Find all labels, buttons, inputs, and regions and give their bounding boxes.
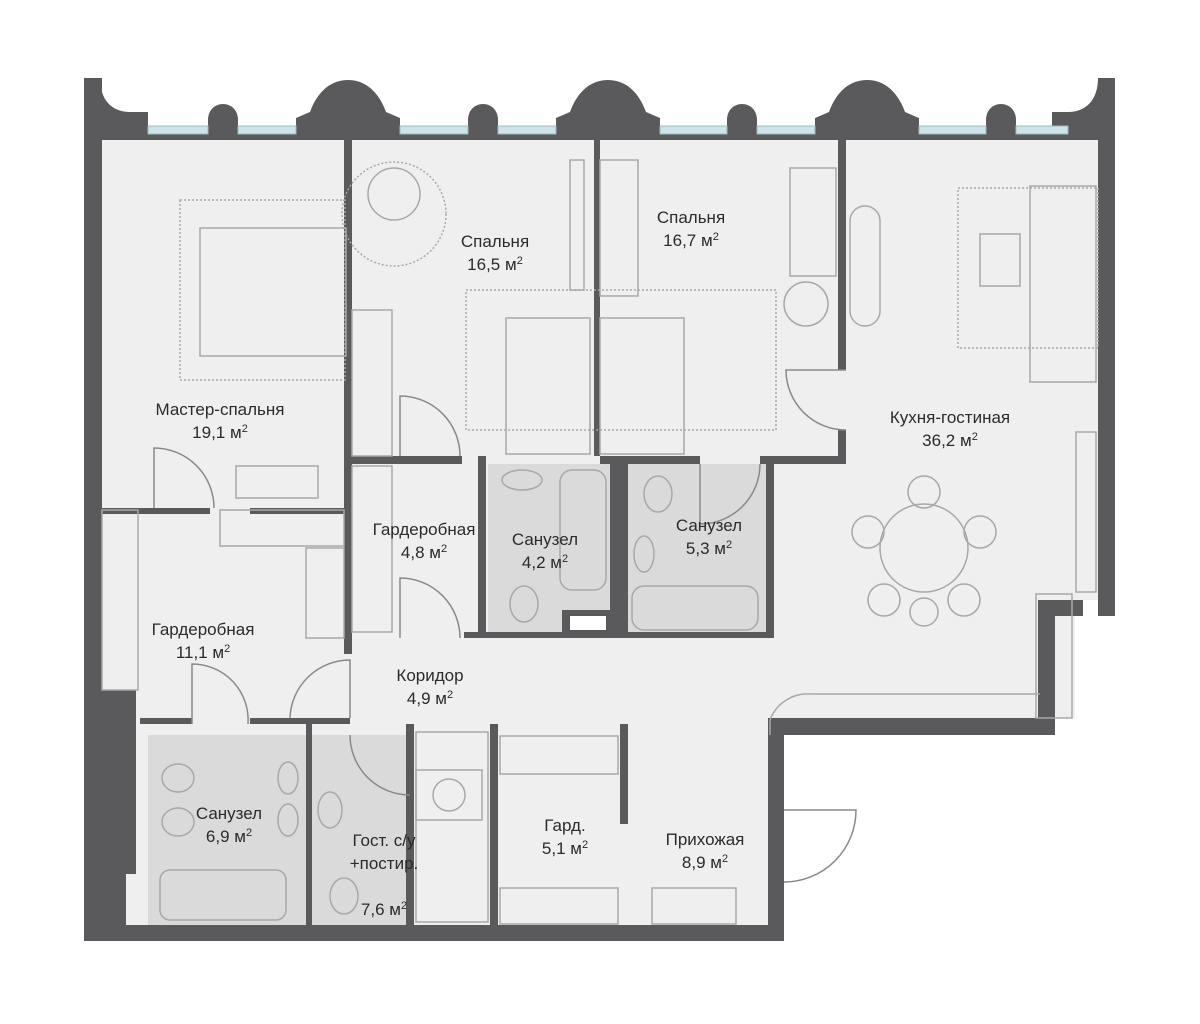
bathtub-3 — [159, 869, 287, 921]
kitchen-island — [849, 205, 881, 327]
exterior-walls — [84, 78, 1115, 941]
master-bed — [199, 227, 347, 357]
room-name: Прихожая — [665, 830, 745, 849]
room-name: Кухня-гостиная — [889, 408, 1011, 427]
room-name: Гард. — [544, 816, 586, 835]
label-hall-closet: Гард. 5,1 м2 — [520, 814, 610, 860]
label-entrance-hall: Прихожая 8,9 м2 — [650, 828, 760, 874]
label-master-bedroom: Мастер-спальня 19,1 м2 — [150, 398, 290, 444]
room-name: Санузел — [511, 530, 579, 549]
dining-table — [879, 503, 969, 593]
room-name: Спальня — [656, 208, 726, 227]
furniture — [101, 159, 1099, 925]
room-name: Гост. с/у +постир. — [349, 831, 419, 873]
room-area: 19,1 — [192, 423, 226, 442]
room-area: 8,9 — [681, 853, 706, 872]
room-area: 5,3 — [685, 539, 710, 558]
shelf-1 — [569, 159, 585, 291]
room-name: Спальня — [460, 232, 530, 251]
door-swings — [153, 369, 857, 883]
label-bathroom-3: Санузел 6,9 м2 — [184, 802, 274, 848]
sofa — [1029, 185, 1097, 383]
kitchen-counter — [1035, 593, 1073, 719]
windows — [147, 125, 1069, 135]
room-area: 16,5 — [467, 255, 501, 274]
closet-bedroom1 — [351, 309, 393, 457]
hall-closet — [499, 735, 619, 775]
label-wardrobe-2: Гардеробная 11,1 м2 — [140, 618, 266, 664]
bed-2 — [599, 317, 685, 455]
kitchen-curve — [769, 693, 1040, 735]
armchair-2 — [783, 281, 829, 327]
bathtub-1 — [559, 469, 607, 591]
room-area: 5,1 — [541, 839, 566, 858]
bed-1 — [505, 317, 591, 455]
hall-mat — [651, 887, 737, 925]
room-name: Гардеробная — [372, 520, 476, 539]
label-guest-bath-laundry: Гост. с/у +постир. 7,6 м2 — [336, 806, 432, 944]
tiled-zones — [148, 464, 768, 930]
closet-wardrobe — [305, 547, 345, 639]
room-name: Санузел — [195, 804, 263, 823]
interior-walls — [100, 140, 846, 930]
room-area: 6,9 — [205, 827, 230, 846]
room-area: 4,8 — [400, 543, 425, 562]
room-area: 11,1 — [175, 643, 208, 662]
master-desk — [235, 465, 319, 499]
closet-bedroom2 — [599, 159, 639, 297]
label-bathroom-2: Санузел 5,3 м2 — [664, 514, 754, 560]
room-name: Гардеробная — [151, 620, 255, 639]
label-kitchen-living: Кухня-гостиная 36,2 м2 — [870, 406, 1030, 452]
armchair-1 — [367, 167, 421, 221]
room-area: 7,6 — [360, 900, 385, 919]
label-bedroom-1: Спальня 16,5 м2 — [440, 230, 550, 276]
room-area: 4,9 — [406, 689, 431, 708]
room-name: Мастер-спальня — [155, 400, 285, 419]
bathtub-2 — [631, 585, 759, 631]
label-wardrobe-1: Гардеробная 4,8 м2 — [364, 518, 484, 564]
label-corridor: Коридор 4,9 м2 — [380, 664, 480, 710]
closet-wardrobe2 — [351, 465, 393, 633]
room-area: 16,7 — [663, 231, 697, 250]
label-bathroom-1: Санузел 4,2 м2 — [500, 528, 590, 574]
label-bedroom-2: Спальня 16,7 м2 — [636, 206, 746, 252]
wardrobe-left — [101, 509, 139, 691]
room-area: 36,2 — [922, 431, 956, 450]
desk-2 — [789, 167, 837, 277]
room-name: Коридор — [396, 666, 464, 685]
room-name: Санузел — [675, 516, 743, 535]
room-area: 4,2 — [521, 553, 546, 572]
coffee-table — [979, 233, 1021, 287]
closet-master — [219, 509, 345, 547]
